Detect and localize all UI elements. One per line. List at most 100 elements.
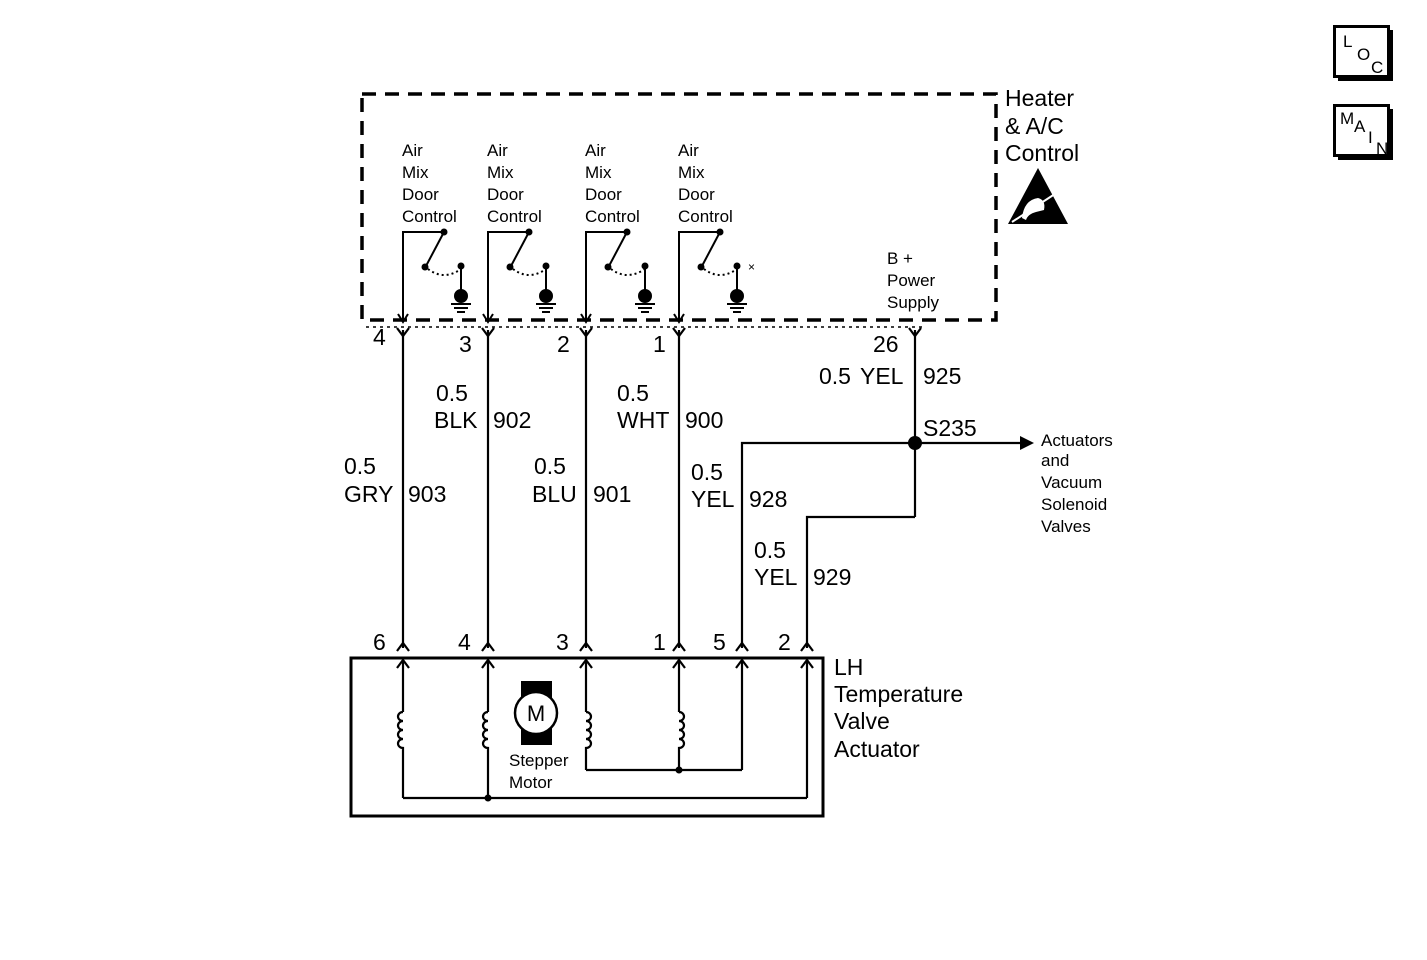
motor-symbol: M [527,701,545,726]
wire-label-929: 0.5 YEL 929 [754,537,851,590]
svg-text:0.5: 0.5 [754,537,786,563]
svg-text:Vacuum: Vacuum [1041,473,1102,492]
svg-text:0.5: 0.5 [436,380,468,406]
svg-text:B +: B + [887,249,913,268]
svg-text:Air: Air [487,141,508,160]
svg-text:925: 925 [923,363,961,389]
actuator-title: LH Temperature Valve Actuator [834,654,963,762]
svg-text:Mix: Mix [402,163,429,182]
switch-label-3: Air Mix Door Control [585,141,640,226]
switch-label-4: Air Mix Door Control [678,141,733,226]
svg-text:Motor: Motor [509,773,553,792]
actuator-pin-2: 2 [778,629,791,655]
svg-text:Air: Air [678,141,699,160]
svg-text:Control: Control [678,207,733,226]
control-pin-4: 4 [373,324,386,350]
svg-text:928: 928 [749,486,787,512]
svg-text:Actuators: Actuators [1041,431,1113,450]
wire-929 [805,515,915,648]
svg-text:YEL: YEL [691,486,735,512]
stepper-motor-label: Stepper Motor [509,751,569,792]
svg-text:0.5: 0.5 [617,380,649,406]
svg-text:Solenoid: Solenoid [1041,495,1107,514]
control-pin-3: 3 [459,331,472,357]
stepper-motor-icon: M [513,681,559,745]
control-title-line-1: Heater [1005,85,1074,111]
svg-text:Control: Control [402,207,457,226]
main-letter-m: M [1340,109,1355,128]
main-letter-i: I [1368,128,1373,147]
control-title-line-2: & A/C [1005,113,1064,139]
svg-text:929: 929 [813,564,851,590]
actuator-pin-3: 3 [556,629,569,655]
svg-text:Air: Air [402,141,423,160]
svg-text:0.5: 0.5 [691,459,723,485]
wire-928 [740,441,915,648]
control-title-line-3: Control [1005,140,1079,166]
svg-text:Valves: Valves [1041,517,1091,536]
svg-text:Door: Door [402,185,439,204]
main-letter-a: A [1354,117,1366,136]
ground-symbols [451,289,747,313]
svg-text:Mix: Mix [678,163,705,182]
splice-destination-label: Actuators and Vacuum Solenoid Valves [1041,431,1113,536]
actuator-pin-5: 5 [713,629,726,655]
actuator-pin-6: 6 [373,629,386,655]
loc-letter-l: L [1343,32,1353,51]
svg-text:0.5: 0.5 [819,363,851,389]
actuator-box [349,656,825,818]
svg-text:LH: LH [834,654,863,680]
svg-text:0.5: 0.5 [534,453,566,479]
svg-text:Door: Door [585,185,622,204]
svg-text:Mix: Mix [585,163,612,182]
svg-text:BLK: BLK [434,407,478,433]
air-mix-switch-2 [482,231,547,324]
control-pin-26: 26 [873,331,899,357]
control-pin-1: 1 [653,331,666,357]
coil-2 [481,710,490,798]
air-mix-switch-4 [673,231,738,324]
control-title: Heater & A/C Control [1005,85,1079,166]
svg-text:×: × [748,260,755,274]
switch-label-2: Air Mix Door Control [487,141,542,226]
wire-label-928: 0.5 YEL 928 [691,459,787,512]
svg-text:902: 902 [493,407,531,433]
svg-text:Door: Door [487,185,524,204]
splice-label: S235 [923,415,977,441]
actuator-pin-1: 1 [653,629,666,655]
coil-1 [396,710,405,798]
svg-text:Mix: Mix [487,163,514,182]
wire-label-902: 0.5 BLK 902 [434,380,531,433]
coil-3 [584,710,593,770]
svg-text:GRY: GRY [344,481,393,507]
svg-text:Control: Control [487,207,542,226]
svg-text:Air: Air [585,141,606,160]
svg-text:Stepper: Stepper [509,751,569,770]
svg-text:Supply: Supply [887,293,939,312]
power-supply-label: B + Power Supply [887,249,939,312]
svg-text:WHT: WHT [617,407,669,433]
svg-text:Power: Power [887,271,936,290]
splice-s235 [908,436,922,450]
wire-label-901: 0.5 BLU 901 [532,453,631,507]
svg-text:901: 901 [593,481,631,507]
loc-letter-c: C [1371,58,1384,77]
svg-text:YEL: YEL [754,564,798,590]
svg-text:903: 903 [408,481,446,507]
main-letter-n: N [1376,139,1389,158]
control-pin-2: 2 [557,331,570,357]
svg-text:Temperature: Temperature [834,681,963,707]
air-mix-switch-3 [580,231,646,324]
air-mix-switch-1 [397,231,462,324]
esd-warning-icon [1008,168,1068,224]
svg-text:BLU: BLU [532,481,577,507]
arrow-icon [1020,436,1034,450]
svg-text:YEL: YEL [860,363,904,389]
switch-label-1: Air Mix Door Control [402,141,457,226]
coil-4 [677,710,686,770]
svg-text:and: and [1041,451,1069,470]
svg-text:Actuator: Actuator [834,736,920,762]
svg-text:0.5: 0.5 [344,453,376,479]
svg-text:900: 900 [685,407,723,433]
wire-label-925: 0.5 YEL 925 [819,363,961,389]
